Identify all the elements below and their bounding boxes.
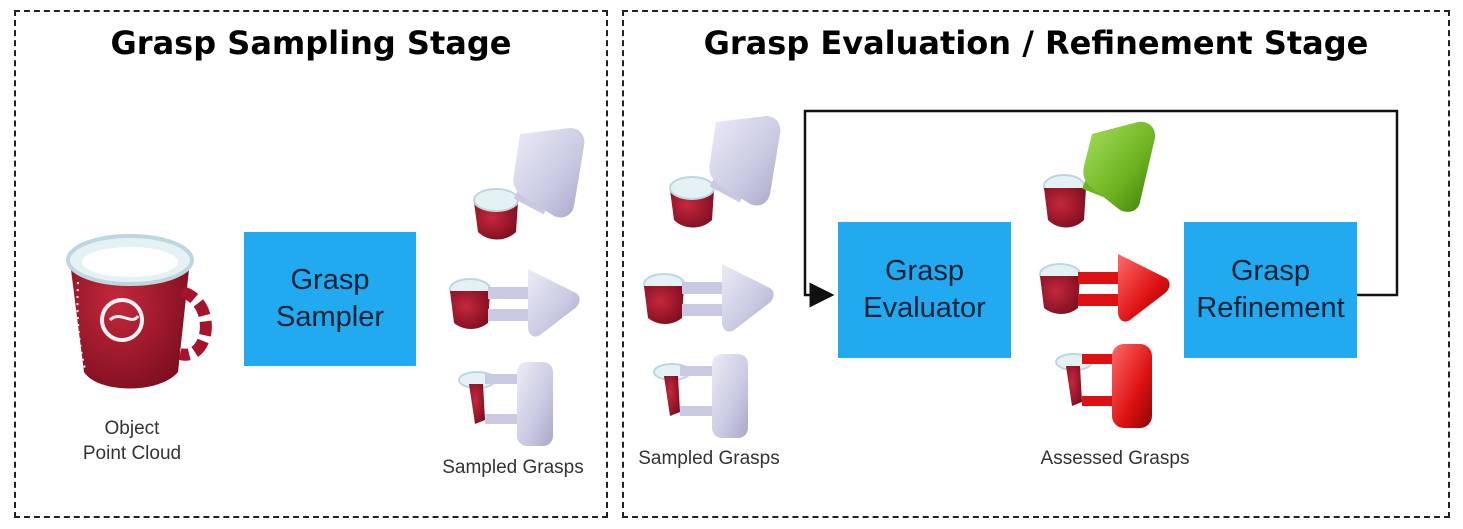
grasp-evaluation-panel: Grasp Evaluation / Refinement Stage <box>622 10 1450 518</box>
grasp-sampling-panel: Grasp Sampling Stage <box>14 10 608 518</box>
sampled-grasp-3-icon <box>458 362 553 446</box>
sampled-grasps-caption-right: Sampled Grasps <box>638 448 780 469</box>
mug-point-cloud-icon <box>66 234 212 389</box>
grasp-refinement-block: Grasp Refinement <box>1184 222 1357 358</box>
assessed-grasp-good-icon <box>1043 121 1156 228</box>
assessed-grasp-bad-2-icon <box>1055 344 1152 428</box>
sampled-grasp-1-icon <box>473 128 585 240</box>
sampled-grasp-4-icon <box>669 116 781 228</box>
sampled-grasps-caption-left: Sampled Grasps <box>442 457 584 478</box>
sampling-stage-title: Grasp Sampling Stage <box>110 24 512 62</box>
object-caption-line1: Object <box>104 418 160 439</box>
grasp-sampler-line2: Sampler <box>276 301 384 333</box>
object-caption: Object Point Cloud <box>52 416 212 466</box>
grasp-evaluator-block: Grasp Evaluator <box>838 222 1011 358</box>
sampled-grasp-5-icon <box>643 264 774 332</box>
grasp-sampler-line1: Grasp <box>290 264 370 296</box>
grasp-refinement-line2: Refinement <box>1196 292 1345 324</box>
evaluation-stage-title: Grasp Evaluation / Refinement Stage <box>703 24 1369 62</box>
object-caption-line2: Point Cloud <box>82 443 182 464</box>
grasp-refinement-line1: Grasp <box>1231 255 1310 287</box>
sampled-grasp-6-icon <box>653 354 748 438</box>
loop-arrow-icon <box>803 109 1399 308</box>
grasp-evaluator-line2: Evaluator <box>863 292 986 324</box>
sampled-grasp-2-icon <box>449 269 580 337</box>
grasp-sampler-block: Grasp Sampler <box>244 232 416 366</box>
grasp-evaluator-line1: Grasp <box>885 255 964 287</box>
assessed-grasps-caption: Assessed Grasps <box>1040 448 1190 469</box>
assessed-grasp-bad-1-icon <box>1039 254 1170 322</box>
